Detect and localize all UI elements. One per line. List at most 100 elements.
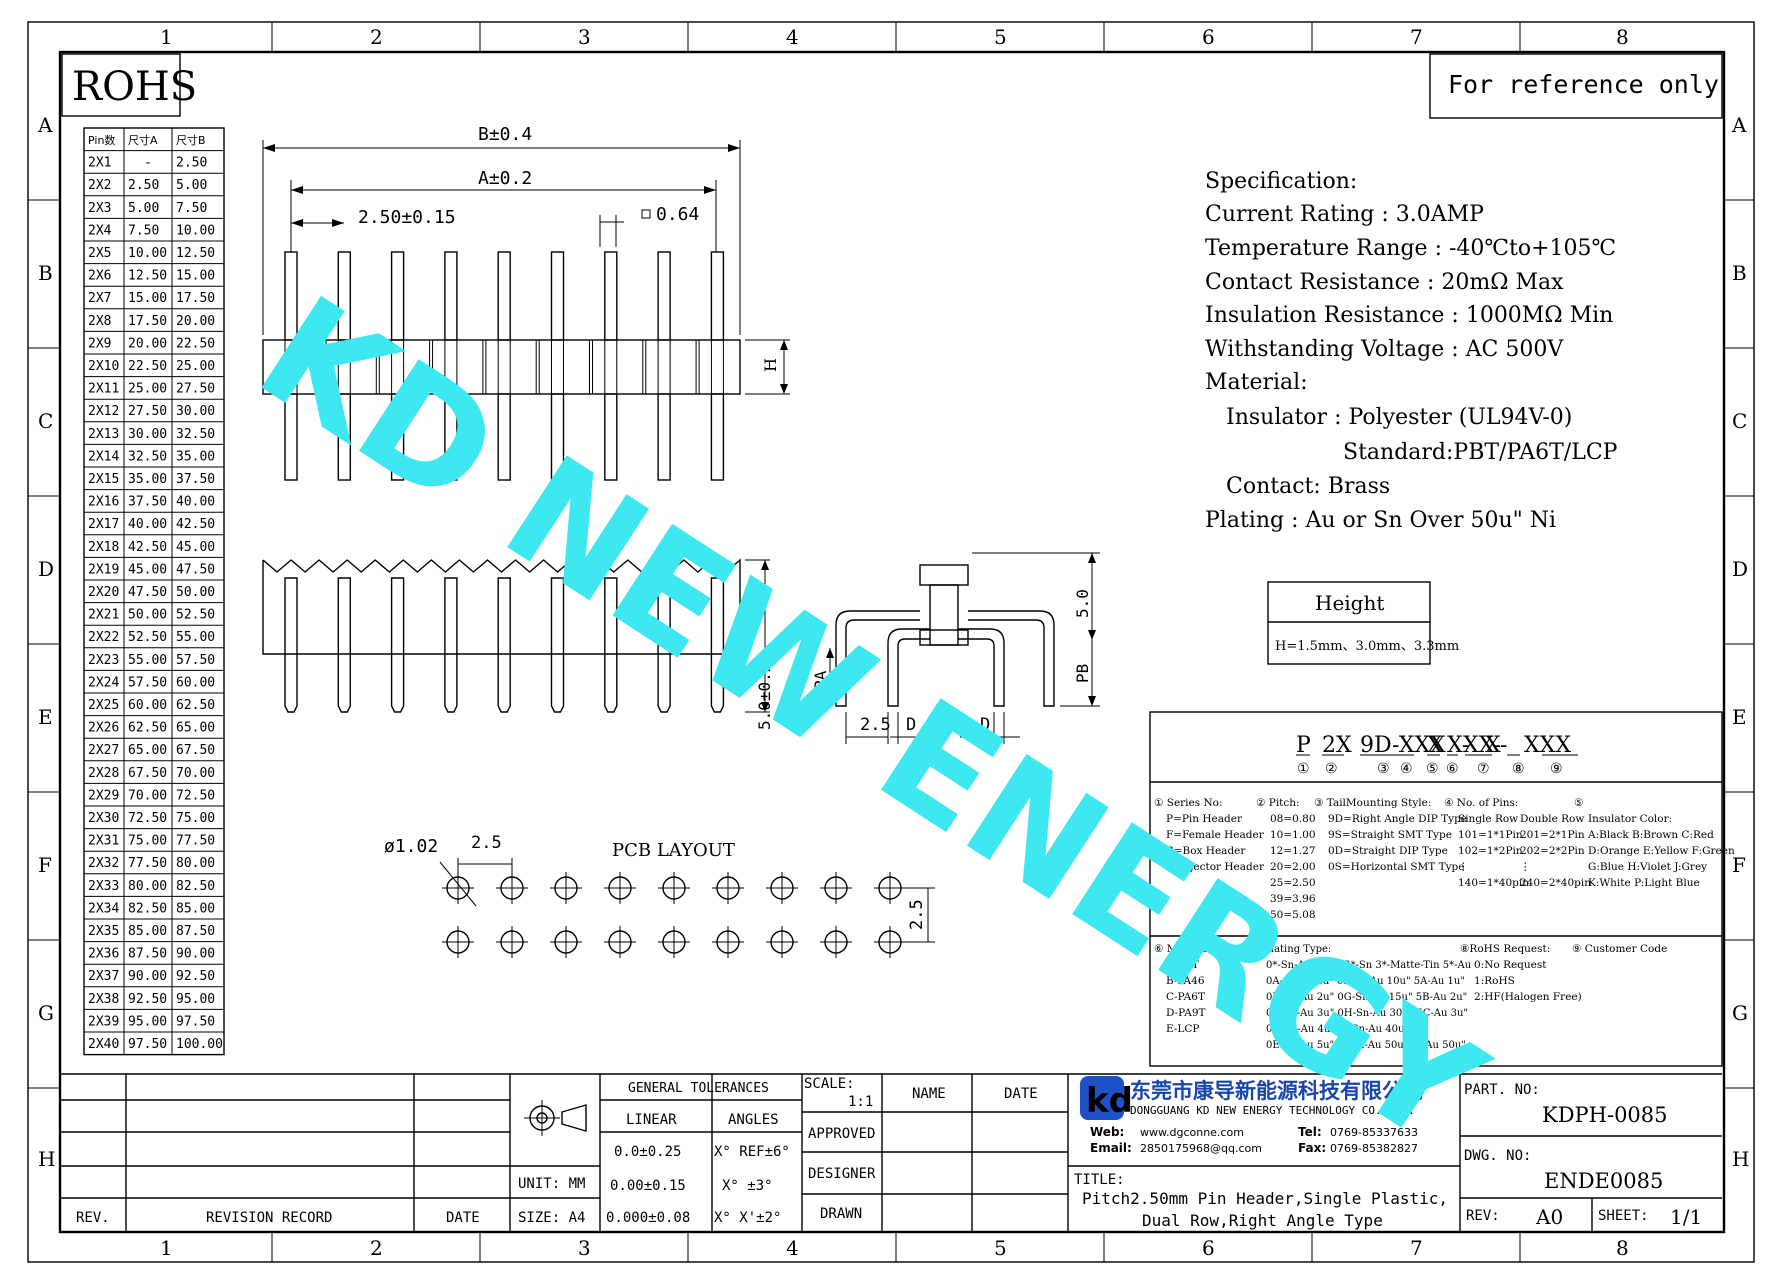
spec-line-6: Material: [1205,370,1308,395]
bottom-pins [284,577,725,713]
pin-table-cell: 2X37 [88,969,119,984]
legend-line: 39=3.96 [1270,893,1316,905]
pin-table-cell: 30.00 [128,427,167,442]
grid-col-bottom-4: 4 [786,1236,799,1260]
bottom-pin [604,577,618,713]
pin-table-cell: 5.00 [128,201,159,216]
pin-table-cell: 25.00 [176,359,215,374]
date2-header: DATE [1004,1086,1038,1102]
part-code-index: ⑤ [1426,761,1439,777]
pin-table-cell: 2X40 [88,1037,119,1052]
legend-line: B=Box Header [1166,845,1246,857]
angles-header: ANGLES [728,1112,779,1128]
legend-line: 0A-Sn-Au 1u" 0F-Sn-Au 10u" 5A-Au 1u" [1266,976,1465,987]
grid-col-bottom-5: 5 [994,1236,1007,1260]
legend-line: 9D=Right Angle DIP Type [1328,813,1467,825]
pin-table-cell: 95.00 [176,992,215,1007]
part-code-segment: X- [1447,733,1469,758]
legend-line: 0:No Request [1474,959,1547,971]
part-code-index: ⑥ [1446,761,1459,777]
grid-row-right-C: C [1732,409,1747,433]
pin-table-cell: 2X35 [88,924,119,939]
pin-table-cell: 35.00 [128,472,167,487]
dim-5: 5.0 [1073,589,1092,618]
dim-pcb-row: 2.5 [907,899,927,930]
legend-line: 0E-Sn-Au 5u" 0J-Sn-Au 50u" 5J-Au 50u" [1266,1040,1466,1051]
pin-table-cell: 80.00 [176,856,215,871]
legend-line: F=Female Header [1166,829,1265,841]
legend-line: D-PA9T [1166,1007,1206,1019]
dim-square: 0.64 [656,204,699,225]
grid-col-bottom-7: 7 [1410,1236,1423,1260]
bottom-pin [497,577,511,713]
legend-line: ⑧RoHS Request: [1460,943,1550,955]
part-code-segment: X [1427,733,1443,758]
pin-table-cell: 75.00 [128,834,167,849]
pin-table-cell: 60.00 [176,675,215,690]
pin-table-cell: 20.00 [128,336,167,351]
legend-line: 0B-Sn-Au 2u" 0G-Sn-Au 15u" 5B-Au 2u" [1266,992,1467,1003]
grid-col-top-1: 1 [160,25,173,49]
pin-table-cell: 12.50 [128,269,167,284]
drawn-label: DRAWN [820,1206,862,1222]
linear-header: LINEAR [626,1112,677,1128]
front-pin-bottom [497,393,511,481]
pin-table-cell: 47.50 [128,585,167,600]
legend-line: ② Pitch: [1256,797,1300,809]
part-code-index: ⑧ [1512,761,1525,777]
pin-table-cell: 72.50 [128,811,167,826]
reference-box [1429,53,1723,119]
dim-b: B±0.4 [478,124,532,145]
grid-col-top-7: 7 [1410,25,1423,49]
angle-1: X° REF±6° [714,1144,790,1160]
dwg-no-value: ENDE0085 [1544,1169,1663,1193]
pin-table-cell: 42.50 [176,517,215,532]
grid-row-right-E: E [1732,705,1747,729]
pin-table-cell: 2X29 [88,788,119,803]
pin-table-cell: 35.00 [176,449,215,464]
pin-table-cell: 2X4 [88,223,112,238]
legend-line: Insulator Color: [1588,813,1672,825]
rev-header: REV. [76,1210,110,1226]
pin-table-cell: 2X31 [88,834,119,849]
pin-table-cell: 40.00 [128,517,167,532]
grid-row-right-A: A [1731,113,1747,137]
grid-col-bottom-6: 6 [1202,1236,1215,1260]
pin-table-cell: 50.00 [176,585,215,600]
dim-a: A±0.2 [478,168,532,189]
grid-col-top-2: 2 [370,25,383,49]
spec-line-5: Withstanding Voltage : AC 500V [1205,337,1564,362]
svg-text:kd: kd [1086,1081,1133,1121]
title-line-2: Dual Row,Right Angle Type [1142,1211,1383,1230]
legend-line: 10=1.00 [1270,829,1316,841]
grid-col-top-5: 5 [994,25,1007,49]
rev-value: A0 [1535,1205,1563,1229]
legend-line: 240=2*40pin [1520,877,1591,889]
email-value: 2850175968@qq.com [1140,1142,1262,1155]
pin-table-cell: 67.50 [176,743,215,758]
grid-col-top-8: 8 [1616,25,1629,49]
pin-table-cell: 70.00 [176,766,215,781]
pin-table-cell: 42.50 [128,540,167,555]
spec-line-9: Contact: Brass [1226,474,1390,499]
unit-label: UNIT: MM [518,1176,585,1192]
company-name-en: DONGGUANG KD NEW ENERGY TECHNOLOGY CO.,L… [1130,1104,1415,1117]
front-pin-top [604,251,618,341]
pin-table-cell: 2X7 [88,291,111,306]
pin-table-cell: 65.00 [128,743,167,758]
legend-line: Double Row [1520,813,1584,825]
spec-line-1: Current Rating : 3.0AMP [1205,202,1484,227]
pin-table-cell: 2X8 [88,314,111,329]
grid-row-left-D: D [38,557,54,581]
legend-line: ③ TailMounting Style: [1314,797,1431,809]
legend-line: 0C-Sn-Au 3u" 0H-Sn-Au 30u" 6C-Au 3u" [1266,1008,1468,1019]
grid-col-bottom-3: 3 [578,1236,591,1260]
pin-table-cell: 90.00 [176,947,215,962]
pin-table-cell: 17.50 [176,291,215,306]
sheet-label: SHEET: [1598,1208,1649,1224]
pin-table-cell: 95.00 [128,1014,167,1029]
legend-line: Single Row [1458,813,1518,825]
pin-table-cell: 22.50 [128,359,167,374]
dim-pa: PA [811,670,830,690]
pin-table-cell: 32.50 [176,427,215,442]
